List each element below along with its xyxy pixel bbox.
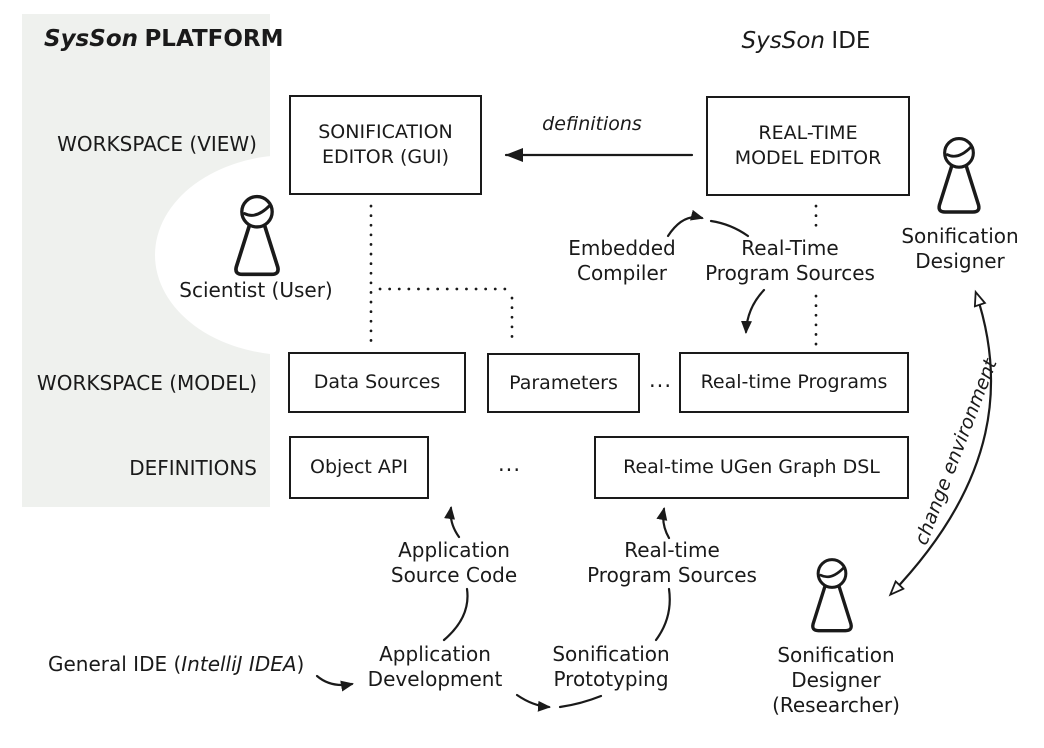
box-realtime-model-editor-line1: REAL-TIME [758,122,858,144]
arrow-app-development-to-prototyping-tail [558,694,603,709]
note-application-source-code-line1: Application [398,538,510,562]
note-embedded-compiler-line2: Compiler [576,261,668,285]
arrow-app-development-to-prototyping [515,693,551,712]
note-application-development: Application Development [368,642,503,692]
arrow-sources-to-realtime-programs [740,288,766,334]
box-ugen-graph-dsl-label: Real-time UGen Graph DSL [623,456,880,478]
box-sonification-editor: SONIFICATION EDITOR (GUI) [289,95,482,195]
general-ide-label: General IDE (IntelliJ IDEA) [48,652,304,676]
note-application-source-code: Application Source Code [391,538,517,588]
box-parameters-label: Parameters [509,371,618,394]
arrow-embedded-compiler-apex [666,209,704,238]
ide-title-italic: SysSon [741,28,825,54]
box-sonification-editor-line1: SONIFICATION [318,121,453,143]
ellipsis-model-row: ... [649,368,673,392]
arrow-general-ide-to-app-development [315,674,354,692]
note-sonification-prototyping: Sonification Prototyping [552,642,669,692]
sonification-designer-label-line2: Designer [915,249,1005,273]
box-object-api: Object API [289,436,429,499]
general-ide-label-suffix: ) [296,652,305,676]
curve-sources-to-prototyping [654,587,671,642]
sonification-designer-label-line1: Sonification [901,224,1019,248]
note-application-development-line2: Development [367,667,503,691]
note-realtime-program-sources-top: Real-Time Program Sources [705,236,875,286]
sonification-designer-icon [937,136,981,214]
note-realtime-program-sources-top-line1: Real-Time [741,236,839,260]
note-sonification-prototyping-line2: Prototyping [553,667,669,691]
arrow-source-code-to-object-api [444,506,461,539]
general-ide-label-prefix: General IDE ( [48,652,182,676]
definitions-arrow-label: definitions [542,113,642,135]
curve-source-code-to-app-development [442,587,469,642]
box-ugen-graph-dsl: Real-time UGen Graph DSL [594,436,909,499]
note-embedded-compiler: Embedded Compiler [568,236,676,286]
note-application-source-code-line2: Source Code [390,563,518,587]
box-data-sources-label: Data Sources [313,371,441,393]
box-data-sources: Data Sources [288,352,466,413]
general-ide-label-italic: IntelliJ IDEA [181,652,297,676]
platform-title-rest: PLATFORM [144,26,284,52]
note-application-development-line1: Application [379,642,491,666]
scientist-label: Scientist (User) [179,278,333,302]
box-realtime-model-editor: REAL-TIME MODEL EDITOR [706,96,910,196]
box-parameters: Parameters [487,353,640,413]
change-environment-arrow-label: change environment [910,355,1002,549]
row-label-definitions: DEFINITIONS [129,456,257,480]
box-object-api-label: Object API [310,456,408,478]
note-embedded-compiler-line1: Embedded [568,236,676,260]
note-realtime-program-sources-bottom-line2: Program Sources [587,563,757,587]
sonification-designer-label: Sonification Designer [901,224,1018,274]
sonification-designer-researcher-icon [811,557,853,633]
sonification-designer-researcher-label: Sonification Designer (Researcher) [772,643,900,718]
note-realtime-program-sources-bottom: Real-time Program Sources [587,538,757,588]
ide-title-rest: IDE [831,28,871,54]
platform-title-italic: SysSon [44,26,138,52]
row-label-workspace-model: WORKSPACE (MODEL) [36,371,257,395]
box-sonification-editor-line2: EDITOR (GUI) [321,146,450,168]
note-sonification-prototyping-line1: Sonification [552,642,670,666]
box-realtime-programs: Real-time Programs [679,352,909,413]
sonification-designer-researcher-label-line3: (Researcher) [772,693,900,717]
sonification-designer-researcher-label-line1: Sonification [777,643,895,667]
box-realtime-model-editor-line2: MODEL EDITOR [734,147,882,169]
arrow-embedded-compiler-tail [709,219,750,238]
note-realtime-program-sources-bottom-line1: Real-time [624,538,720,562]
sonification-designer-researcher-label-line2: Designer [791,668,881,692]
box-realtime-programs-label: Real-time Programs [700,371,888,393]
ellipsis-definitions-row: ... [498,452,522,476]
arrow-sources-to-ugen-dsl [656,507,671,540]
row-label-workspace-view: WORKSPACE (VIEW) [57,132,257,156]
note-realtime-program-sources-top-line2: Program Sources [705,261,875,285]
